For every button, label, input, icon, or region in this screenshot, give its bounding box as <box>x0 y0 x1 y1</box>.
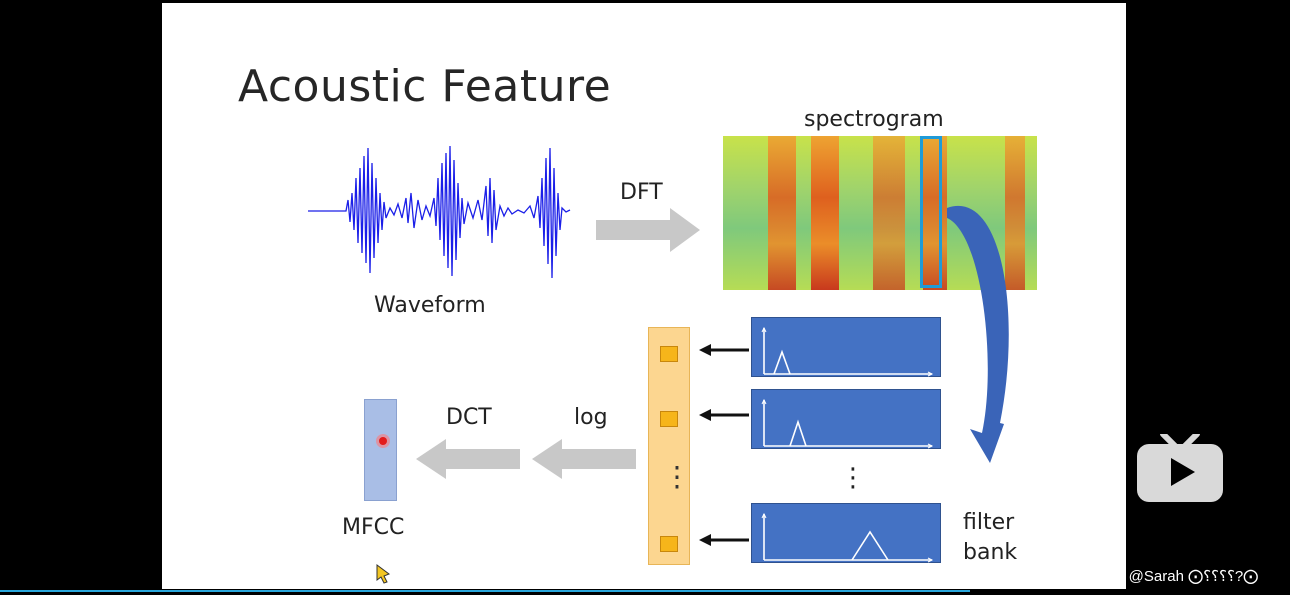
waveform-label: Waveform <box>374 293 486 318</box>
pointer-dot-icon <box>379 437 387 445</box>
vector-vdots: ⋮ <box>663 460 691 493</box>
vector-cell <box>660 346 678 362</box>
vector-cell <box>660 536 678 552</box>
pen-cursor-icon <box>376 564 391 584</box>
dft-label: DFT <box>620 180 663 205</box>
filter-n <box>751 503 941 563</box>
waveform-graphic <box>308 145 571 279</box>
filter-arrow-icon-1 <box>699 344 749 356</box>
filter-arrow-icon-3 <box>699 534 749 546</box>
filterbank-output-vector: ⋮ <box>648 327 691 565</box>
mfcc-label: MFCC <box>342 515 405 540</box>
filter-vdots: ⋮ <box>840 463 866 493</box>
spectrogram-label: spectrogram <box>804 107 944 132</box>
log-arrow-icon <box>532 439 636 479</box>
filter-bank-label: filter bank <box>963 510 1018 565</box>
bilibili-play-icon[interactable] <box>1135 434 1225 502</box>
filter-arrow-icon-2 <box>699 409 749 421</box>
slide-title: Acoustic Feature <box>238 61 612 112</box>
spectrogram-frame-selection <box>920 136 942 288</box>
dct-label: DCT <box>446 405 492 430</box>
dct-arrow-icon <box>416 439 520 479</box>
spectrogram-image <box>723 136 1037 290</box>
vector-cell <box>660 411 678 427</box>
watermark-text: CSDN @Sarah ⨀⸮⸮⸮⸮?⨀ <box>1082 568 1259 585</box>
mfcc-vector <box>364 399 397 501</box>
filter-1 <box>751 317 941 377</box>
player-side-panel <box>1126 0 1290 595</box>
dft-arrow-icon <box>596 208 700 252</box>
video-progress-bar[interactable] <box>0 590 970 592</box>
filter-2 <box>751 389 941 449</box>
log-label: log <box>574 405 608 430</box>
slide-canvas: Acoustic Feature Waveform DFT spectrogra… <box>162 3 1126 589</box>
curved-arrow-icon <box>947 205 1009 463</box>
